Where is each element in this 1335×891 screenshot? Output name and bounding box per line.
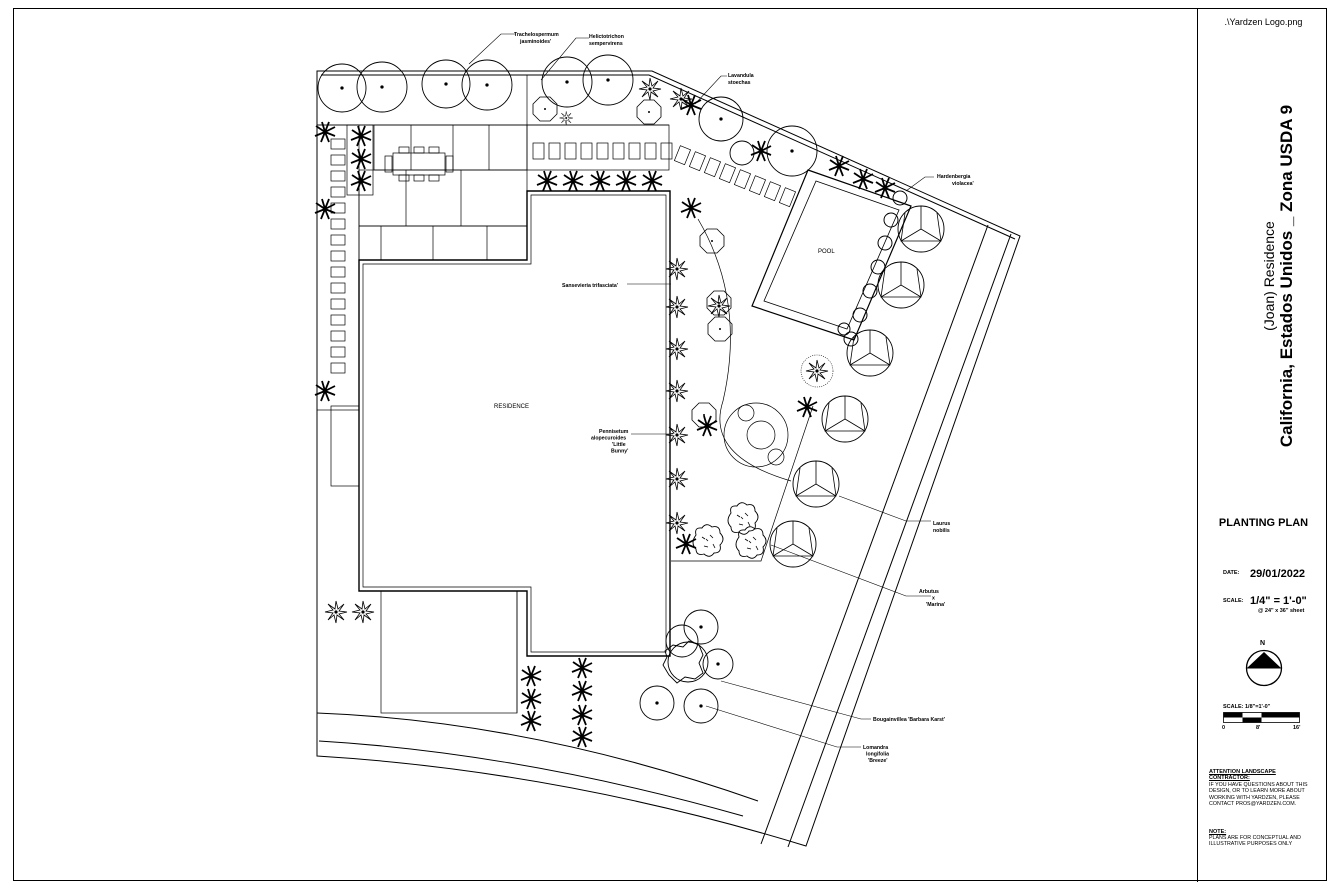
north-label: N [1260, 640, 1266, 647]
attention-title: ATTENTION LANDSCAPE CONTRACTOR: [1209, 769, 1276, 781]
bar-scale-label: SCALE: 1/8"=1'-0" [1223, 704, 1271, 710]
spiky-grasses [324, 77, 834, 624]
laurus-trees [769, 205, 945, 568]
project-location: California, Estados Unidos _ Zona USDA 9 [1277, 104, 1296, 448]
date-label: DATE: [1223, 570, 1240, 576]
scale-label: SCALE: [1223, 598, 1244, 604]
canopy-trees-top [317, 54, 818, 177]
pool [751, 169, 912, 341]
sheet-title: PLANTING PLAN [1218, 517, 1309, 529]
attention-body: IF YOU HAVE QUESTIONS ABOUT THIS DESIGN,… [1209, 782, 1308, 807]
residence-label: RESIDENCE [494, 404, 529, 410]
site-boundary [316, 70, 1021, 848]
project-title-vertical: (Joan) Residence California, Estados Uni… [1244, 71, 1314, 481]
garden-path [697, 218, 792, 482]
note-title: NOTE: [1209, 829, 1227, 835]
label-sansevieria: Sansevieria trifasciata' [562, 283, 618, 289]
logo-placeholder: .\Yardzen Logo.png [1224, 17, 1303, 27]
date-value: 29/01/2022 [1250, 568, 1306, 580]
octagonal-shrubs [532, 96, 733, 428]
bougainvillea-cluster [639, 609, 734, 724]
bar-tick-1: 8' [1256, 725, 1261, 731]
bar-tick-2: 16' [1293, 725, 1301, 731]
note-body: PLANS ARE FOR CONCEPTUAL AND ILLUSTRATIV… [1209, 835, 1301, 848]
leader-lines [468, 33, 934, 748]
label-bougainvillea: Bougainvillea 'Barbara Karst' [873, 717, 945, 723]
patio-furniture [384, 146, 454, 182]
bar-scale-graphic [1223, 712, 1300, 723]
scale-value: 1/4" = 1'-0" [1250, 595, 1307, 607]
hardenbergia-vines [837, 190, 908, 347]
residence-footprint [358, 190, 671, 657]
title-block: .\Yardzen Logo.png (Joan) Residence Cali… [1197, 9, 1328, 882]
stepping-stones [330, 138, 797, 374]
scale-sheet-size: @ 24" x 36" sheet [1258, 608, 1305, 614]
patio-paving [316, 75, 814, 714]
fluffy-shrubs [692, 502, 767, 559]
north-arrow-icon [1245, 649, 1283, 687]
residence-name: (Joan) Residence [1261, 221, 1277, 331]
planting-plan-drawing: RESIDENCE [314, 32, 1021, 848]
pool-label: POOL [818, 249, 835, 255]
starburst [800, 354, 834, 388]
bar-tick-0: 0 [1222, 725, 1226, 731]
drawing-sheet: RESIDENCE [13, 8, 1328, 882]
